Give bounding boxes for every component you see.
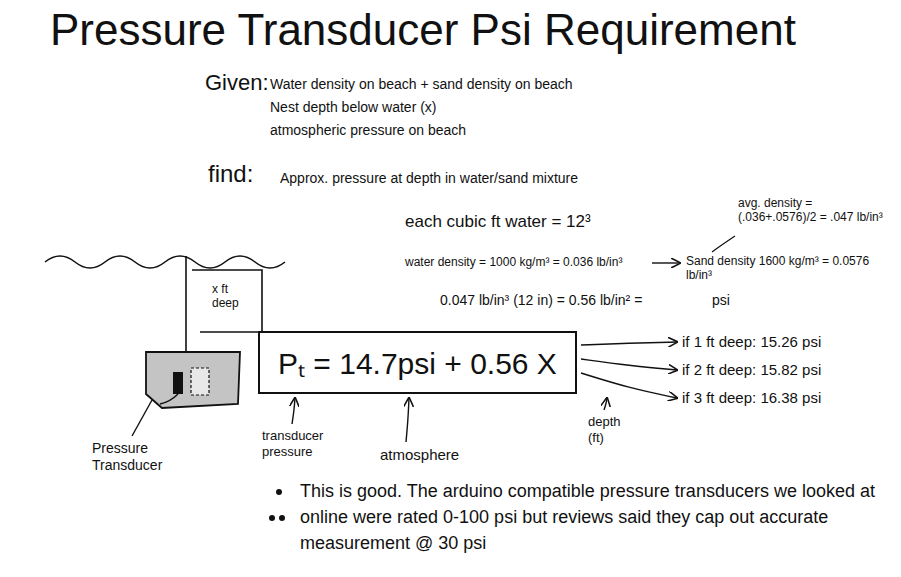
sensor-wire [160,394,178,404]
annotation: depth (ft) [588,414,636,445]
note: 0.047 lb/in³ (12 in) = 0.56 lb/in² = [440,292,642,309]
result: if 2 ft deep: 15.82 psi [682,361,821,379]
sensor-case [191,368,209,395]
leader-line [132,400,152,436]
sensor-body [173,372,183,394]
page-title: Pressure Transducer Psi Requirement [50,4,796,57]
equation: Pₜ = 14.7psi + 0.56 X [260,333,575,392]
part-name: Pressure Transducer [92,440,188,474]
find-item: Approx. pressure at depth in water/sand … [280,170,578,187]
note: Sand density 1600 kg/m³ = 0.0576 lb/in³ [686,254,891,283]
given-item: Nest depth below water (x) [270,99,437,116]
result: if 3 ft deep: 16.38 psi [682,389,821,407]
note: each cubic ft water = 12³ [405,212,591,232]
arrow [652,262,680,263]
annotation-arrow [604,398,607,410]
heading: Given: [205,70,269,96]
dimension: x ft deep [212,282,248,311]
bullet [276,489,282,495]
result-arrow [581,359,677,370]
given-item: Water density on beach + sand density on… [270,76,573,93]
bullet [279,515,285,521]
note: water density = 1000 kg/m³ = 0.036 lb/in… [405,255,622,269]
result-arrow [581,373,677,398]
result-arrow [581,342,677,345]
transducer-housing [146,352,240,408]
note: avg. density = (.036+.0576)/2 = .047 lb/… [738,196,893,225]
annotation: transducer pressure [262,428,347,459]
arrow [712,236,735,252]
given-item: atmospheric pressure on beach [270,122,466,139]
note: This is good. The arduino compatible pre… [300,478,885,556]
equation-box: Pₜ = 14.7psi + 0.56 X [258,331,577,394]
bullet [269,515,275,521]
depth-bracket [192,270,262,332]
water-surface [45,256,285,268]
unit: psi [712,292,730,309]
annotation: atmosphere [380,446,459,464]
cable-line [185,256,187,352]
annotation-arrow [292,398,295,424]
annotation-arrow [406,398,409,442]
result: if 1 ft deep: 15.26 psi [682,333,821,351]
heading: find: [208,160,253,189]
